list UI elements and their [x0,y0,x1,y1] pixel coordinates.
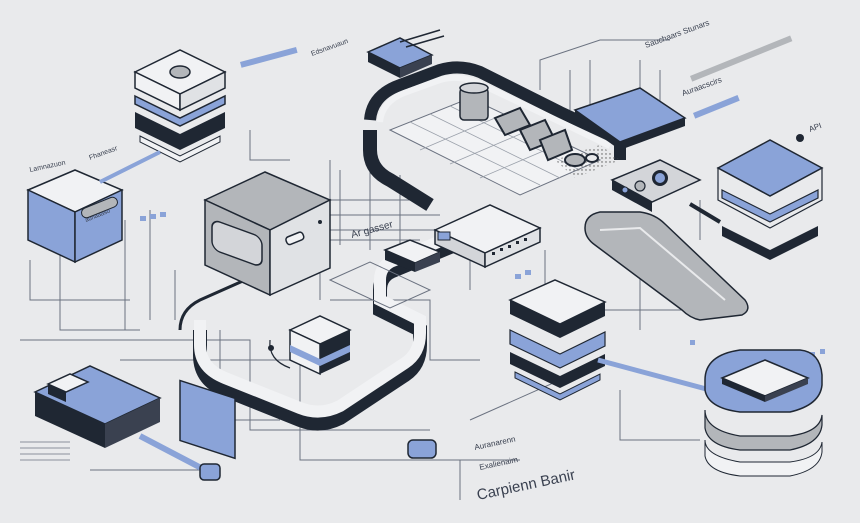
right-gray-slab [584,211,749,321]
top-loop-track [363,61,626,211]
api-label: API [808,121,823,134]
api-gateway-switch: Ar gasser [350,204,542,269]
bottom-connector [407,439,437,459]
label-left-1: Lamnazuon [29,159,66,173]
top-blue-slab [573,87,687,150]
api-gateway-label: Ar gasser [350,219,395,241]
accent-bars [140,35,825,360]
storage-cube-left: aunaaaso [26,150,161,264]
server-stack-top-right: API [716,121,824,260]
pipeline-track [178,229,458,460]
connector-parts [459,82,599,167]
small-edge-node [268,315,352,376]
router-device [366,29,445,78]
label-top-right-2: Auraacscirs [681,75,723,98]
label-top-right-1: Sauchaars Stunars [644,18,711,50]
connector-blocks [328,239,442,309]
label-bottom-center-2: Exalienaim [479,455,519,472]
gray-server-unit [203,171,332,297]
label-bottom-center-1: Auranarenn [474,434,517,451]
control-panel-device [610,159,722,224]
disk-stack-bottom-right [704,349,823,477]
server-stack-top-left [133,49,227,163]
layered-stack-center [508,279,711,401]
label-left-2: Fhaneasr [88,145,119,162]
label-bottom-title: Carpienn Banir [475,466,576,503]
bottom-left-platform [20,365,221,481]
label-top-center: Edsnavuaun [310,38,349,58]
